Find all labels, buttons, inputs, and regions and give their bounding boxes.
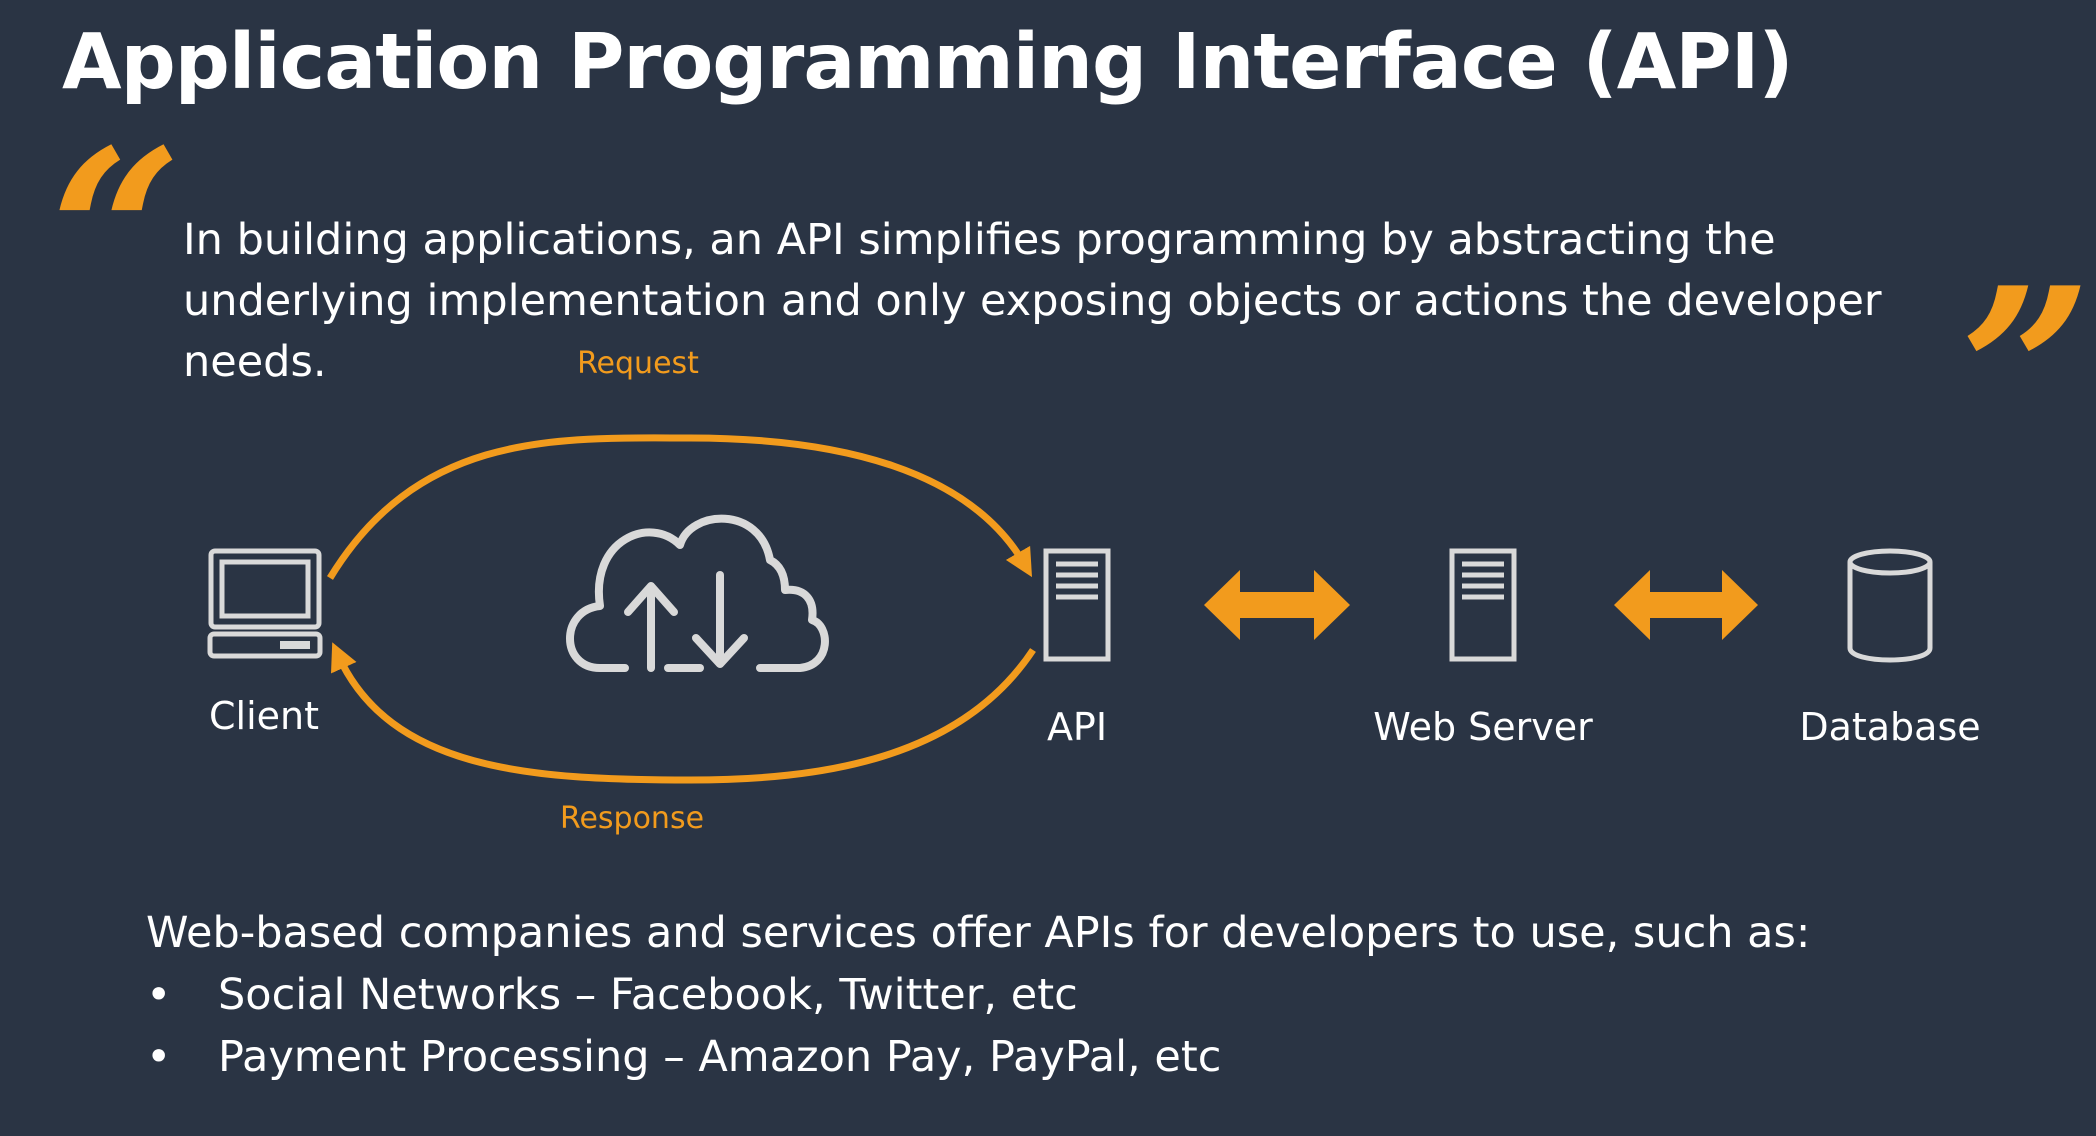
bottom-section: Web-based companies and services offer A…	[146, 902, 1810, 1088]
laptop-icon	[207, 548, 323, 659]
open-quote-icon: “	[50, 100, 183, 370]
list-item: • Social Networks – Facebook, Twitter, e…	[146, 964, 1810, 1026]
web-server-icon	[1449, 548, 1517, 662]
response-arrow	[331, 642, 1036, 784]
api-label: API	[1047, 705, 1107, 749]
bullet-icon: •	[146, 1032, 172, 1082]
response-label: Response	[560, 801, 704, 836]
cloud-upload-download-icon	[566, 514, 829, 672]
client-label: Client	[209, 694, 319, 738]
bullet-icon: •	[146, 970, 172, 1020]
examples-list: • Social Networks – Facebook, Twitter, e…	[146, 964, 1810, 1088]
api-webserver-double-arrow	[1204, 570, 1350, 640]
webserver-database-double-arrow	[1614, 570, 1758, 640]
bottom-intro: Web-based companies and services offer A…	[146, 908, 1811, 958]
request-arrow	[327, 434, 1033, 580]
list-item-text: Social Networks – Facebook, Twitter, etc	[218, 970, 1078, 1020]
list-item-text: Payment Processing – Amazon Pay, PayPal,…	[218, 1032, 1222, 1082]
list-item: • Payment Processing – Amazon Pay, PayPa…	[146, 1026, 1810, 1088]
database-label: Database	[1799, 705, 1980, 749]
slide-title: Application Programming Interface (API)	[62, 18, 1794, 107]
api-server-icon	[1043, 548, 1111, 662]
quote-text: In building applications, an API simplif…	[183, 215, 1882, 387]
request-label: Request	[577, 346, 699, 381]
database-cylinder-icon	[1847, 548, 1933, 663]
web-server-label: Web Server	[1373, 705, 1593, 749]
close-quote-icon: ”	[1960, 238, 2093, 508]
